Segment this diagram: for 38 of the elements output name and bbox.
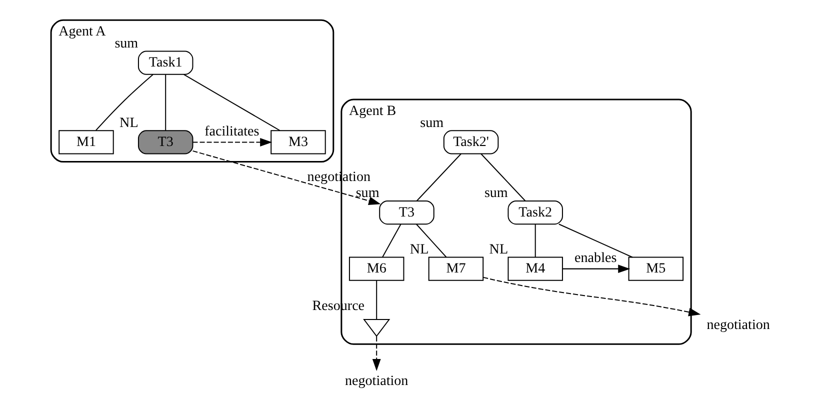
- node-label: sum: [356, 185, 380, 202]
- node-text: negotiation: [344, 373, 408, 390]
- node-label: sum: [420, 114, 444, 131]
- connector: [558, 224, 633, 258]
- edge-label: enables: [574, 250, 617, 266]
- node-box: M5: [628, 256, 684, 281]
- node-label: NL: [120, 114, 138, 131]
- node-box: Task2': [443, 130, 499, 154]
- connector: [416, 224, 447, 258]
- node-text: negotiation: [706, 316, 770, 333]
- node-label: NL: [489, 241, 508, 258]
- node-box: M4: [508, 256, 563, 281]
- node-box: T3: [138, 130, 194, 154]
- connector: [165, 74, 166, 131]
- arrow: [192, 138, 272, 146]
- arrow: [372, 336, 381, 372]
- node-box: T3: [379, 200, 434, 225]
- edge-label: facilitates: [204, 123, 260, 140]
- arrow: [483, 276, 701, 316]
- connector: [376, 280, 378, 320]
- connector: [480, 154, 526, 202]
- node-label: sum: [484, 185, 508, 202]
- node-box: M3: [270, 130, 326, 154]
- node-box: Task2: [508, 200, 563, 225]
- connector: [184, 74, 280, 131]
- connector: [382, 224, 402, 258]
- node-box: M6: [348, 256, 404, 281]
- connector: [96, 74, 154, 131]
- node-box: M7: [428, 256, 484, 281]
- node-box: M1: [58, 130, 114, 154]
- connector: [416, 154, 462, 202]
- node-box: Task1: [138, 50, 194, 75]
- connector: [534, 224, 536, 258]
- node-triangle: [363, 319, 390, 337]
- arrow: [562, 264, 630, 274]
- node-label: sum: [114, 35, 138, 52]
- node-label: NL: [410, 241, 429, 258]
- arrow: [192, 150, 381, 205]
